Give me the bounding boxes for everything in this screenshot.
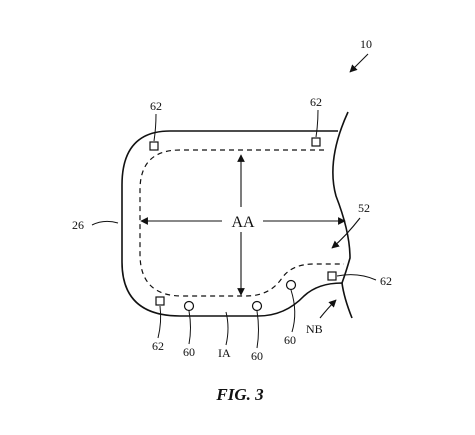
label-60-mid: 60 xyxy=(251,349,263,363)
leader-62-notch xyxy=(336,274,377,281)
leader-nb xyxy=(319,299,337,319)
leader-60-left xyxy=(188,310,191,345)
leader-10 xyxy=(349,53,369,73)
circle-marker-3 xyxy=(285,279,297,291)
label-10: 10 xyxy=(360,37,372,51)
label-62-top-left: 62 xyxy=(150,99,162,113)
leader-60-mid xyxy=(256,310,259,349)
circle-marker-2 xyxy=(251,300,263,312)
label-nb: NB xyxy=(306,322,323,336)
label-62-bottom-left: 62 xyxy=(152,339,164,353)
right-edge-52 xyxy=(332,111,351,284)
square-marker-notch xyxy=(327,271,337,281)
label-52: 52 xyxy=(358,201,370,215)
circle-marker-1 xyxy=(183,300,195,312)
square-marker-top-left xyxy=(149,141,159,151)
leader-62-top-right xyxy=(315,109,319,138)
label-60-right: 60 xyxy=(284,333,296,347)
label-60-left: 60 xyxy=(183,345,195,359)
figure-caption: FIG. 3 xyxy=(215,385,264,404)
leader-62-bottom-left xyxy=(157,305,162,339)
label-26: 26 xyxy=(72,218,84,232)
label-62-top-right: 62 xyxy=(310,95,322,109)
leader-ia xyxy=(225,311,229,346)
leader-62-top-left xyxy=(153,113,157,142)
active-area-boundary xyxy=(139,149,344,297)
square-marker-bottom-left xyxy=(155,296,165,306)
label-aa: AA xyxy=(231,214,255,231)
square-marker-top-right xyxy=(311,137,321,147)
label-ia: IA xyxy=(218,346,231,360)
leader-26 xyxy=(91,220,119,226)
leader-52 xyxy=(331,217,361,249)
leader-60-right xyxy=(290,289,296,333)
label-62-notch: 62 xyxy=(380,274,392,288)
